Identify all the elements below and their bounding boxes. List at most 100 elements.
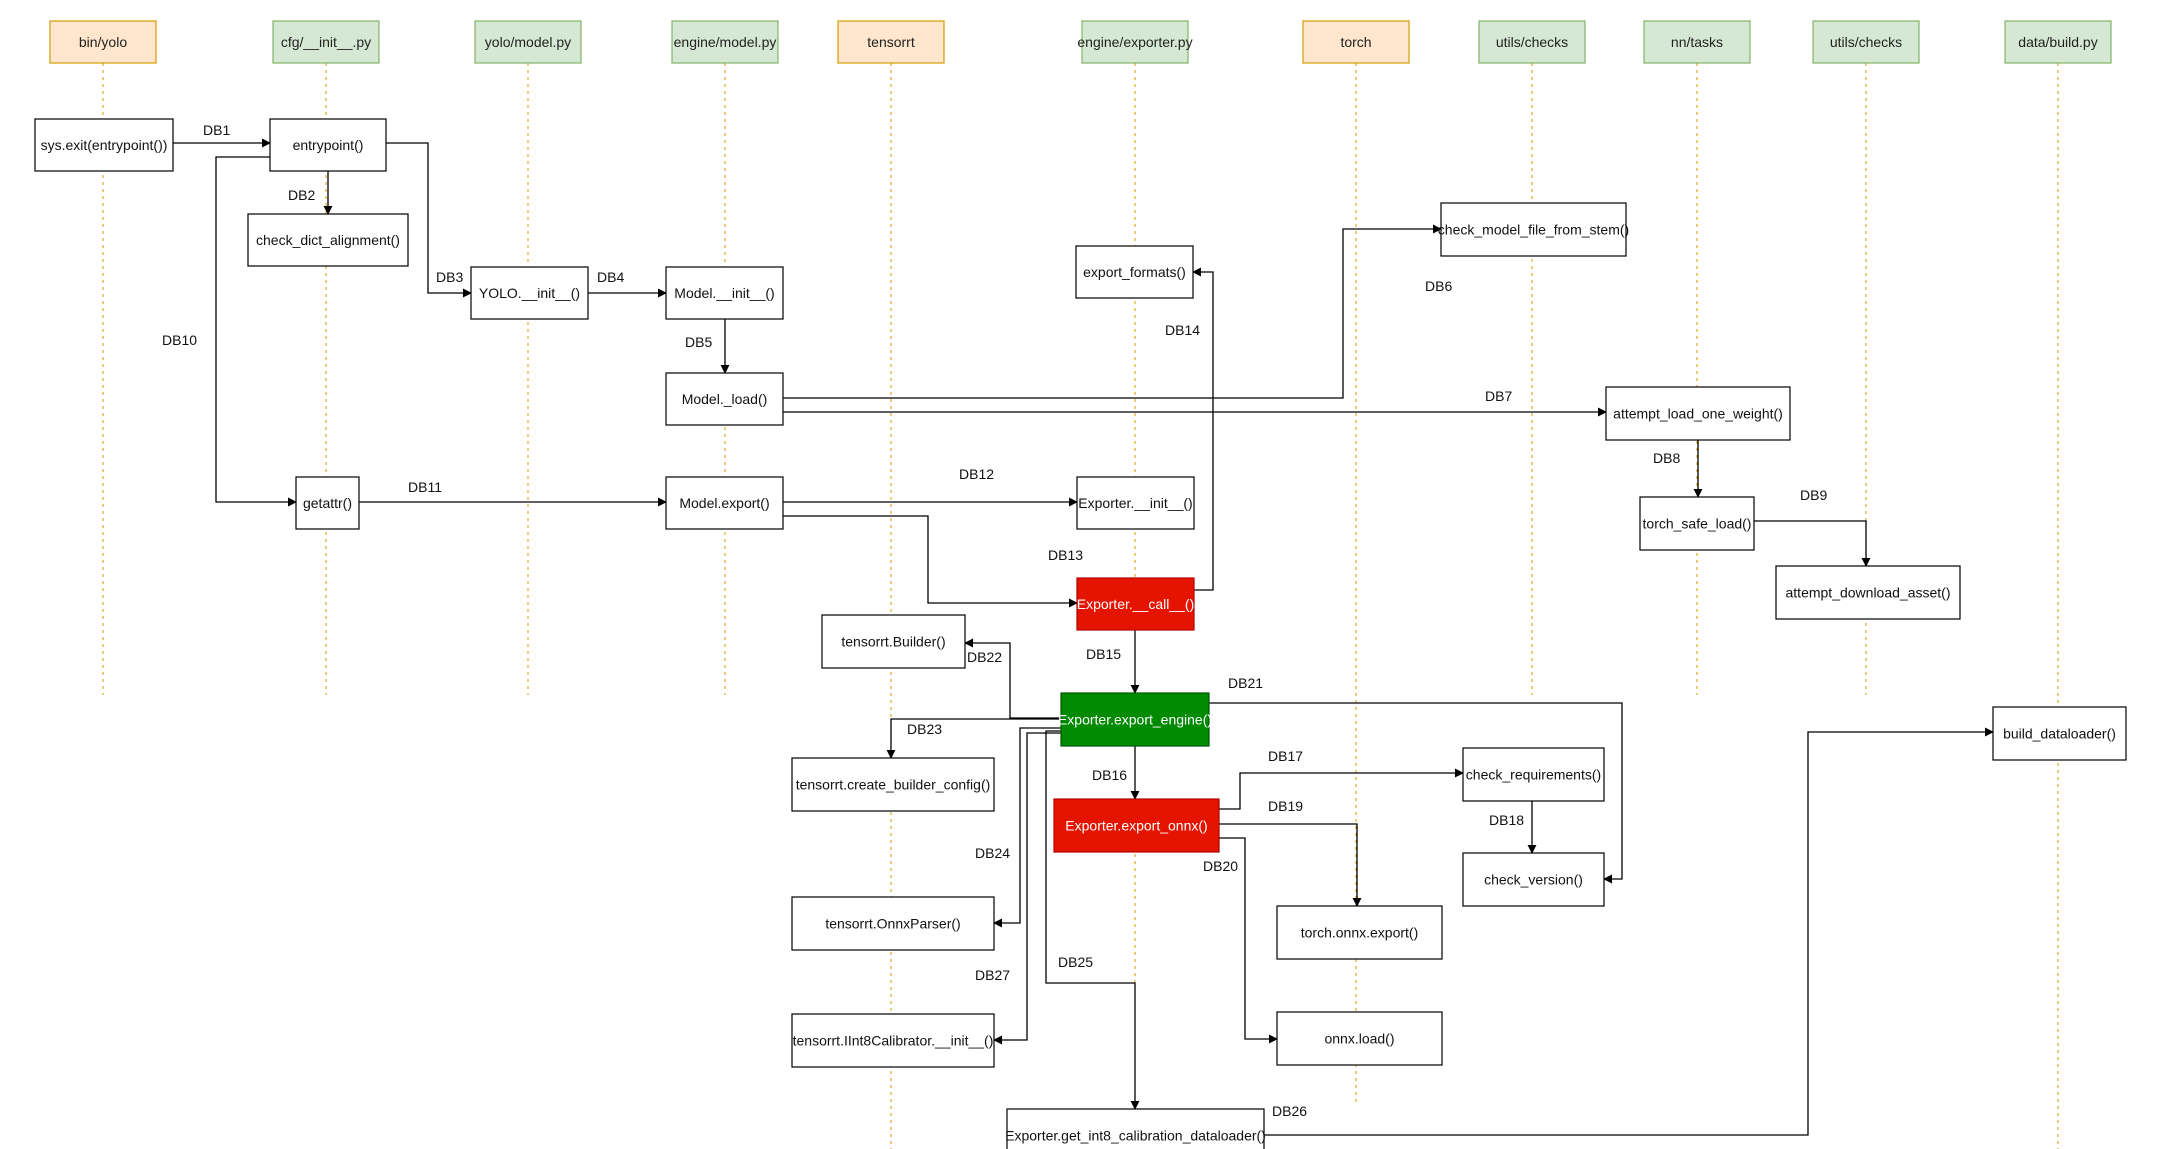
lane-header-box <box>1478 20 1586 64</box>
function-node-entrypoint: entrypoint() <box>269 118 387 172</box>
call-label-db7: DB7 <box>1485 388 1512 404</box>
lane-header-yolo_model: yolo/model.py <box>474 20 582 64</box>
function-node-model-init: Model.__init__() <box>665 266 784 320</box>
function-node-box <box>1075 245 1194 299</box>
function-node-trt-config: tensorrt.create_builder_config() <box>791 757 995 812</box>
function-node-box <box>791 757 995 812</box>
function-node-box <box>1276 1011 1443 1066</box>
function-node-label: torch.onnx.export() <box>1301 925 1419 941</box>
lane-header-box <box>474 20 582 64</box>
lane-header-nn_tasks: nn/tasks <box>1643 20 1751 64</box>
function-node-model-export: Model.export() <box>665 476 784 530</box>
function-node-label: build_dataloader() <box>2003 726 2116 742</box>
function-node-label: entrypoint() <box>293 137 364 153</box>
function-node-label: check_version() <box>1484 872 1583 888</box>
function-node-label: attempt_load_one_weight() <box>1613 406 1783 422</box>
call-arrow-db13 <box>783 515 1078 608</box>
function-node-label: torch_safe_load() <box>1643 516 1752 532</box>
function-node-label: tensorrt.IInt8Calibrator.__init__() <box>793 1033 994 1049</box>
call-arrow-db9 <box>1754 520 1871 567</box>
function-node-check-dict: check_dict_alignment() <box>247 213 409 267</box>
function-node-yolo-init: YOLO.__init__() <box>470 266 589 320</box>
function-node-label: Exporter.__call__() <box>1077 596 1195 612</box>
call-label-db1: DB1 <box>203 122 230 138</box>
lane-header-label: tensorrt <box>867 34 915 50</box>
call-arrow-db21 <box>1209 702 1623 884</box>
call-label-db26: DB26 <box>1272 1103 1307 1119</box>
lane-header-label: engine/exporter.py <box>1077 34 1192 50</box>
function-node-trt-builder: tensorrt.Builder() <box>821 614 966 669</box>
call-label-db22: DB22 <box>967 649 1002 665</box>
call-arrow-db22 <box>964 638 1061 719</box>
function-node-box <box>1605 386 1791 441</box>
function-node-label: YOLO.__init__() <box>479 285 580 301</box>
call-label-db8: DB8 <box>1653 450 1680 466</box>
call-label-db11: DB11 <box>408 479 442 495</box>
lane-header-engine_model: engine/model.py <box>671 20 779 64</box>
function-node-check-requirements: check_requirements() <box>1462 747 1605 802</box>
call-label-db14: DB14 <box>1165 322 1200 338</box>
function-node-box <box>1462 852 1605 907</box>
lane-header-tensorrt: tensorrt <box>837 20 945 64</box>
function-node-box <box>1076 476 1195 530</box>
function-node-box <box>1006 1108 1265 1149</box>
lane-header-label: cfg/__init__.py <box>281 34 371 50</box>
function-node-onnx-load: onnx.load() <box>1276 1011 1443 1066</box>
function-node-attempt-download: attempt_download_asset() <box>1775 565 1961 620</box>
function-node-box <box>1053 798 1220 853</box>
lane-header-box <box>1643 20 1751 64</box>
lane-header-data_build: data/build.py <box>2004 20 2112 64</box>
lane-header-label: engine/model.py <box>674 34 777 50</box>
lane-header-box <box>49 20 157 64</box>
function-node-torch-safe-load: torch_safe_load() <box>1639 496 1755 551</box>
call-arrow-db3 <box>386 142 472 298</box>
call-label-db16: DB16 <box>1092 767 1127 783</box>
function-node-box <box>1992 706 2127 761</box>
function-node-build-dataloader: build_dataloader() <box>1992 706 2127 761</box>
function-node-label: Model.__init__() <box>674 285 774 301</box>
function-node-box <box>1775 565 1961 620</box>
function-node-box <box>791 896 995 951</box>
function-node-label: Exporter.export_onnx() <box>1065 818 1207 834</box>
lane-header-box <box>1812 20 1920 64</box>
call-arrow-db20 <box>1219 837 1278 1044</box>
function-node-getattr: getattr() <box>295 476 360 530</box>
call-label-db21: DB21 <box>1228 675 1263 691</box>
function-node-export-formats: export_formats() <box>1075 245 1194 299</box>
call-label-db25: DB25 <box>1058 954 1093 970</box>
function-node-box <box>1462 747 1605 802</box>
lane-header-cfg_init: cfg/__init__.py <box>272 20 380 64</box>
function-node-label: Model._load() <box>682 391 768 407</box>
function-node-box <box>665 476 784 530</box>
call-label-db15: DB15 <box>1086 646 1121 662</box>
call-arrow-db25 <box>1045 730 1140 1110</box>
function-node-box <box>791 1013 995 1068</box>
function-node-label: onnx.load() <box>1324 1031 1394 1047</box>
call-label-db17: DB17 <box>1268 748 1303 764</box>
function-node-label: export_formats() <box>1083 264 1186 280</box>
call-arrow-db6 <box>783 224 1442 399</box>
lane-header-box <box>272 20 380 64</box>
call-label-db19: DB19 <box>1268 798 1303 814</box>
lane-header-utils_checks_1: utils/checks <box>1478 20 1586 64</box>
function-node-box <box>1076 577 1195 631</box>
function-node-export-engine: Exporter.export_engine() <box>1058 692 1212 747</box>
lane-header-label: nn/tasks <box>1671 34 1723 50</box>
call-label-db23: DB23 <box>907 721 942 737</box>
function-node-model-load: Model._load() <box>665 372 784 426</box>
call-label-db2: DB2 <box>288 187 315 203</box>
function-node-box <box>247 213 409 267</box>
function-node-box <box>1440 202 1627 257</box>
call-arrow-db26 <box>1264 727 1994 1136</box>
function-node-box <box>1639 496 1755 551</box>
call-label-db18: DB18 <box>1489 812 1524 828</box>
function-node-box <box>269 118 387 172</box>
function-node-label: check_model_file_from_stem() <box>1438 222 1629 238</box>
function-node-label: Exporter.__init__() <box>1078 495 1192 511</box>
lane-header-box <box>2004 20 2112 64</box>
lane-header-box <box>1302 20 1410 64</box>
function-node-exporter-init: Exporter.__init__() <box>1076 476 1195 530</box>
call-arrow-db14 <box>1192 267 1214 591</box>
function-node-trt-calibrator: tensorrt.IInt8Calibrator.__init__() <box>791 1013 995 1068</box>
